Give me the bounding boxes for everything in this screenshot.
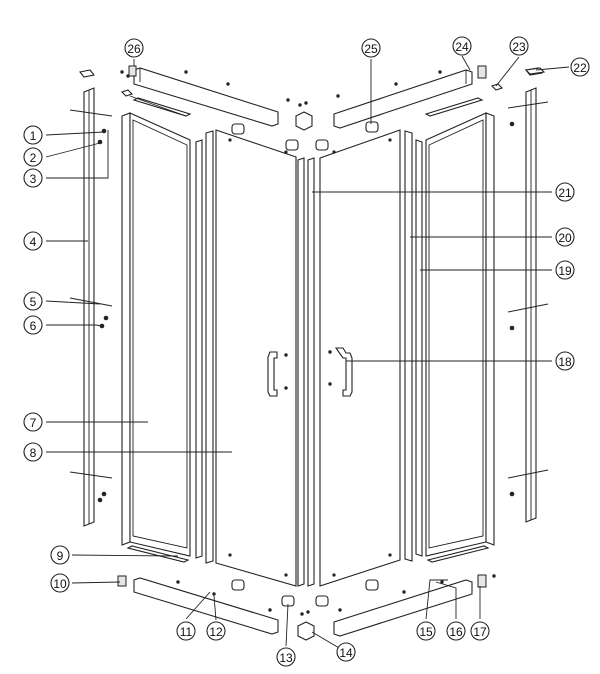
- svg-text:8: 8: [30, 446, 37, 460]
- callout-18: 18: [555, 351, 575, 371]
- svg-text:13: 13: [279, 651, 293, 665]
- callout-3: 3: [23, 168, 43, 188]
- right-door-profiles: [404, 130, 423, 562]
- bottom-right-rail: [333, 545, 490, 637]
- svg-text:4: 4: [30, 235, 37, 249]
- svg-text:23: 23: [512, 40, 526, 54]
- svg-text:11: 11: [180, 625, 193, 639]
- svg-text:20: 20: [558, 231, 572, 245]
- callout-5: 5: [23, 291, 43, 311]
- callout-9: 9: [50, 545, 70, 565]
- callout-2: 2: [23, 147, 43, 167]
- svg-text:1: 1: [30, 129, 37, 143]
- right-wall-screws: [507, 101, 549, 497]
- svg-text:7: 7: [30, 416, 37, 430]
- top-right-rail: [333, 65, 487, 129]
- svg-text:14: 14: [339, 646, 353, 660]
- callout-15: 15: [416, 621, 436, 641]
- svg-text:25: 25: [364, 42, 378, 56]
- callout-12: 12: [206, 621, 226, 641]
- left-door-profiles: [195, 130, 214, 564]
- center-profiles: [297, 157, 315, 587]
- callout-11: 11: [176, 621, 196, 641]
- top-corner-block: [295, 101, 313, 131]
- callout-22: 22: [570, 57, 590, 77]
- callout-23: 23: [509, 36, 529, 56]
- left-fixed-panel: [121, 112, 191, 557]
- callout-1: 1: [23, 125, 43, 145]
- right-sliding-door: [319, 129, 401, 587]
- bottom-corner-block: [297, 610, 315, 641]
- svg-text:24: 24: [455, 40, 469, 54]
- callout-19: 19: [555, 260, 575, 280]
- svg-text:21: 21: [558, 186, 572, 200]
- leader-lines: [45, 55, 570, 653]
- top-left-rail: [128, 65, 279, 127]
- callout-25: 25: [361, 38, 381, 58]
- svg-text:22: 22: [573, 61, 587, 75]
- callout-6: 6: [23, 315, 43, 335]
- callout-26: 26: [124, 38, 144, 58]
- top-rollers: [231, 121, 379, 151]
- left-sliding-door: [215, 129, 297, 587]
- callout-14: 14: [336, 642, 356, 662]
- svg-text:26: 26: [127, 42, 141, 56]
- svg-text:15: 15: [419, 625, 433, 639]
- callout-4: 4: [23, 231, 43, 251]
- callout-8: 8: [23, 442, 43, 462]
- svg-text:6: 6: [30, 319, 37, 333]
- callout-17: 17: [470, 621, 490, 641]
- callout-21: 21: [555, 182, 575, 202]
- right-handle: [328, 347, 353, 397]
- callout-10: 10: [50, 573, 70, 593]
- svg-text:3: 3: [30, 172, 37, 186]
- callout-16: 16: [446, 621, 466, 641]
- svg-text:17: 17: [473, 625, 487, 639]
- svg-text:5: 5: [30, 295, 37, 309]
- bottom-rollers: [231, 579, 379, 607]
- left-wall-profile: [79, 69, 95, 527]
- callout-20: 20: [555, 227, 575, 247]
- svg-text:16: 16: [449, 625, 463, 639]
- svg-text:18: 18: [558, 355, 572, 369]
- svg-text:19: 19: [558, 264, 572, 278]
- svg-text:12: 12: [209, 625, 223, 639]
- callout-13: 13: [276, 647, 296, 667]
- callout-7: 7: [23, 412, 43, 432]
- left-handle: [267, 351, 288, 397]
- right-fixed-panel: [425, 112, 495, 557]
- right-wall-profile: [524, 67, 544, 523]
- bottom-left-rail: [117, 545, 279, 635]
- svg-text:10: 10: [53, 577, 67, 591]
- svg-text:9: 9: [57, 549, 64, 563]
- callout-24: 24: [452, 36, 472, 56]
- svg-text:2: 2: [30, 151, 37, 165]
